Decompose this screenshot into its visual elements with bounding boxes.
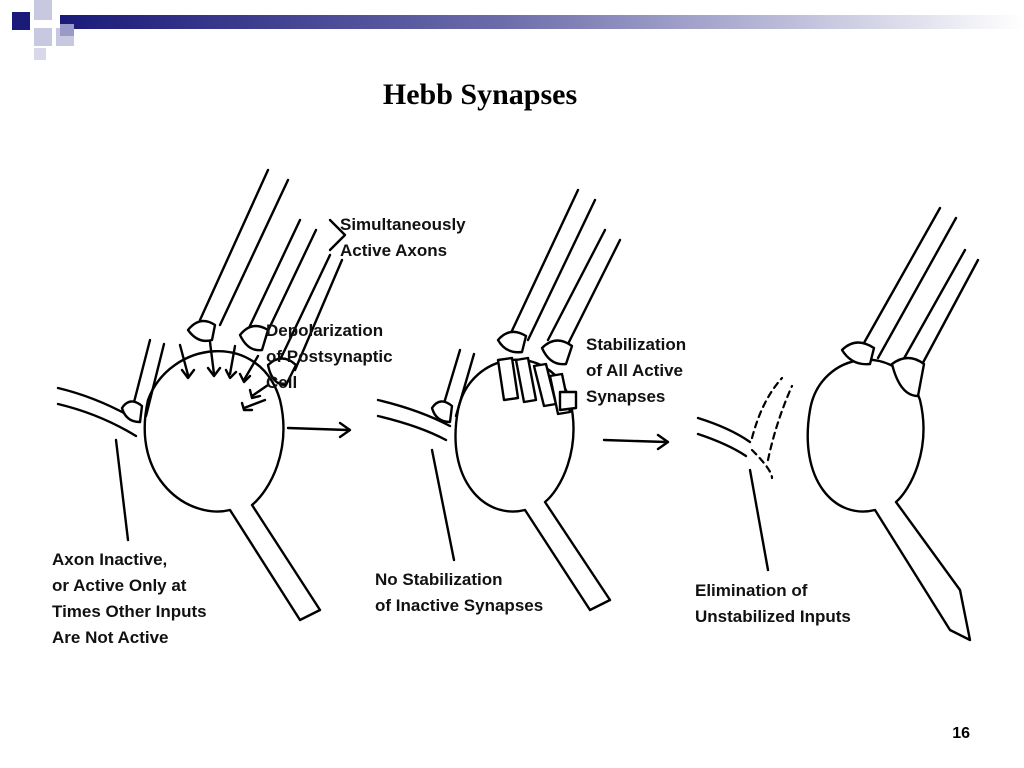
panel3-terminal-1 [840,341,876,366]
panel1-cell-body [143,350,322,622]
panel3-leader-elimination [748,468,770,572]
header-decoration [12,0,1024,60]
deco-square-navy [12,12,30,30]
header-band [60,15,1024,29]
panel1-pointer-simultaneous [328,218,347,252]
label-simultaneous-1: Simultaneously [340,215,466,234]
label-inactive-4: Are Not Active [52,628,169,647]
deco-square-light-1 [34,0,52,20]
label-stabilization-1: Stabilization [586,335,686,354]
panel1-active-axon-3 [278,253,344,372]
deco-square-light-2 [34,28,52,46]
label-depol-1: Depolarization [266,321,383,340]
label-depol-2: of Postsynaptic [266,347,393,366]
label-no-stab-1: No Stabilization [375,570,503,589]
panel2-inactive-axon [440,348,476,418]
panel2-leader-no-stab [430,448,456,562]
panel3-cell-body [806,358,972,642]
panel2-terminal-2 [540,339,574,366]
panel3-eliminated-terminal [750,376,794,480]
panel-3: Elimination of Unstabilized Inputs [695,206,980,642]
panel2-stabilized-spines [496,356,578,416]
label-stabilization-2: of All Active [586,361,683,380]
deco-square-dark-small [60,24,74,36]
slide-title: Hebb Synapses [382,78,578,111]
label-simultaneous-2: Active Axons [340,241,447,260]
panel1-leader-inactive [114,438,130,542]
label-no-stab-2: of Inactive Synapses [375,596,543,615]
panel1-active-axon-1 [198,168,290,327]
panel-2: Stabilization of All Active Synapses No … [375,188,686,615]
panel3-active-axon-1 [858,206,958,360]
panel-1: Simultaneously Active Axons Depolarizati… [52,168,466,647]
panel1-inactive-terminal [120,400,144,424]
hebb-synapse-diagram: Simultaneously Active Axons Depolarizati… [52,168,980,647]
panel3-terminal-2 [890,356,926,398]
panel1-depol-arrows [178,340,270,412]
panel1-terminal-2 [238,324,270,352]
panel2-terminal-1 [496,330,528,354]
label-elimination-1: Elimination of [695,581,808,600]
panel2-left-axon [376,398,452,442]
page-number: 16 [952,725,970,742]
panel2-inactive-terminal [430,400,454,424]
panel2-active-axon-2 [546,228,622,350]
panel2-active-axon-1 [508,188,597,342]
label-stabilization-3: Synapses [586,387,665,406]
arrow-panel1-to-panel2 [286,421,352,439]
panel1-active-axon-2 [246,218,318,337]
panel1-terminal-1 [186,319,217,343]
label-inactive-2: or Active Only at [52,576,187,595]
label-inactive-3: Times Other Inputs [52,602,207,621]
label-depol-3: Cell [266,373,297,392]
label-inactive-1: Axon Inactive, [52,550,167,569]
panel3-active-axon-2 [900,248,980,374]
panel3-axon-remnant [696,416,752,458]
panel1-terminal-3 [266,357,298,387]
deco-square-light-4 [34,48,46,60]
label-elimination-2: Unstabilized Inputs [695,607,851,626]
panel1-inactive-axon [130,338,166,418]
arrow-panel2-to-panel3 [602,433,670,451]
